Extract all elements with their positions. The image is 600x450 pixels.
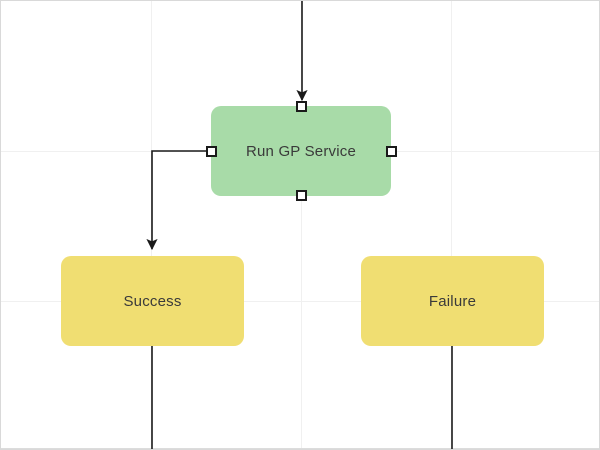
node-label-success: Success — [123, 292, 182, 310]
port-top-run-gp-service[interactable] — [295, 100, 307, 112]
port-left-run-gp-service[interactable] — [205, 145, 217, 157]
port-right-run-gp-service[interactable] — [385, 145, 397, 157]
node-label-run-gp-service: Run GP Service — [245, 142, 357, 160]
node-run-gp-service[interactable]: Run GP Service — [205, 100, 397, 201]
node-failure[interactable]: Failure — [361, 256, 544, 346]
node-success[interactable]: Success — [61, 256, 244, 346]
port-bottom-run-gp-service[interactable] — [295, 189, 307, 201]
node-label-failure: Failure — [428, 292, 477, 310]
